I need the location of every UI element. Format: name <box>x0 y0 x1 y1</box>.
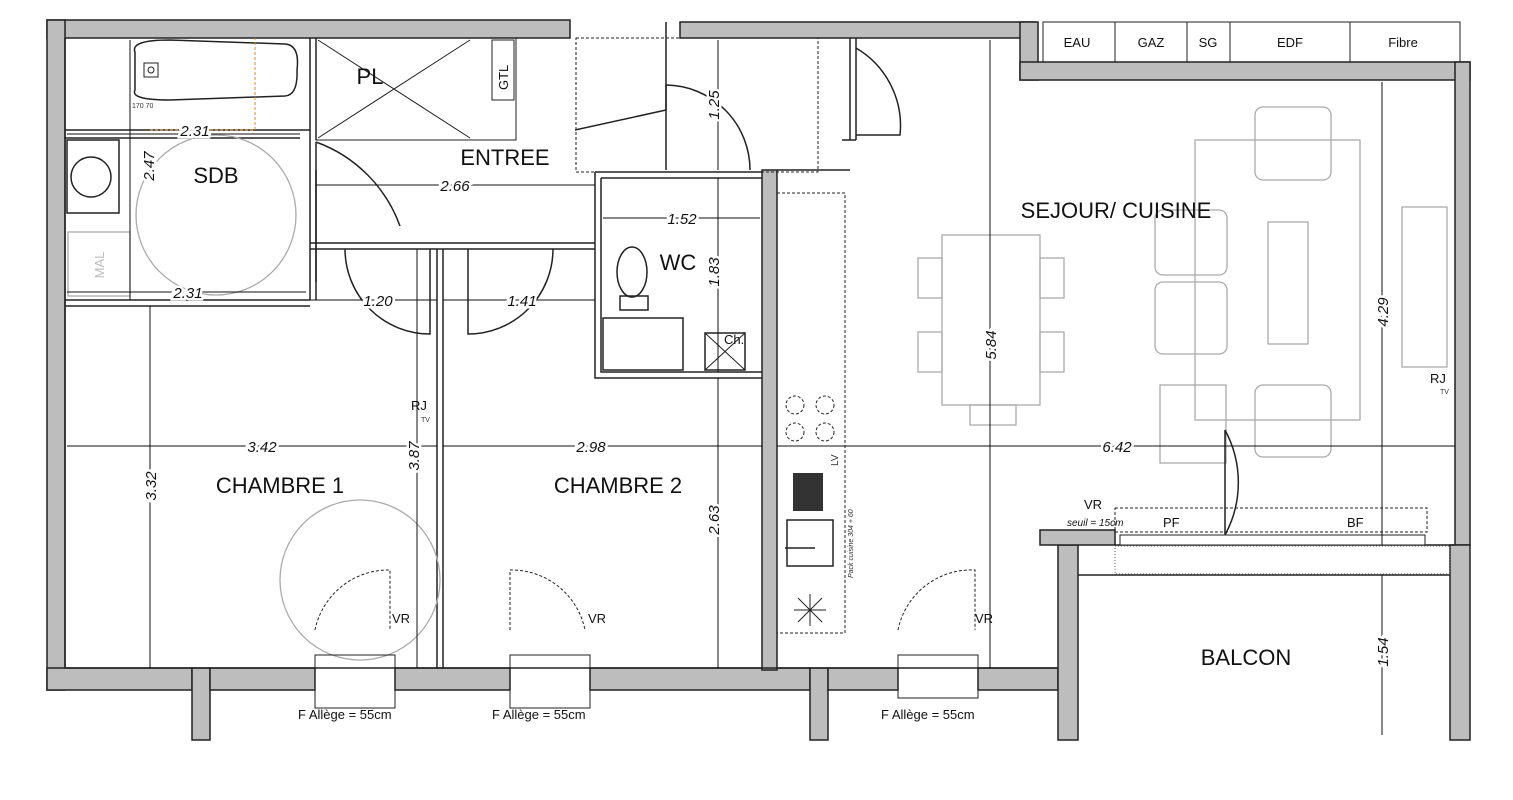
room-label-balcon: BALCON <box>1201 645 1291 670</box>
label-allege: F Allège = 55cm <box>881 707 975 722</box>
toilet <box>616 246 648 298</box>
dim-label: 2.31 <box>172 285 202 302</box>
meter-sg: SG <box>1199 35 1218 50</box>
exterior-walls <box>46 19 1471 741</box>
dimension-lines <box>67 40 1455 735</box>
dim-label: 3.42 <box>247 439 277 456</box>
drain-icon <box>143 62 159 78</box>
fixtures <box>66 38 1451 661</box>
dim-label: 1.54 <box>1375 637 1392 666</box>
dim-label: 1.20 <box>363 293 393 310</box>
room-label-chambre2: CHAMBRE 2 <box>554 473 682 498</box>
label-vr: VR <box>392 611 410 626</box>
washbasin <box>66 139 120 214</box>
dim-label: 3.87 <box>406 441 423 471</box>
dishwasher <box>793 473 823 511</box>
bathtub <box>133 39 299 101</box>
interior-walls <box>64 37 1455 669</box>
room-label-sejour: SEJOUR/ CUISINE <box>1021 198 1212 223</box>
label-allege: F Allège = 55cm <box>492 707 586 722</box>
dim-label: 1.25 <box>706 90 723 120</box>
dim-label: 3.32 <box>143 471 160 501</box>
dim-label: 1.52 <box>667 211 697 228</box>
dimension-labels: 2.31 2.47 2.66 1.25 1.52 1.83 2.31 1.20 … <box>139 87 1395 669</box>
label-vr: VR <box>975 611 993 626</box>
label-gtl: GTL <box>496 65 511 90</box>
room-label-entree: ENTREE <box>460 145 549 170</box>
tv-unit <box>1401 206 1448 368</box>
room-label-wc: WC <box>660 250 697 275</box>
label-lv: LV <box>830 454 841 466</box>
dim-label: 5.84 <box>983 330 1000 359</box>
label-vr: VR <box>1084 497 1102 512</box>
label-bf: BF <box>1347 515 1364 530</box>
meter-eau: EAU <box>1064 35 1091 50</box>
doors <box>314 22 1240 631</box>
meter-fibre: Fibre <box>1388 35 1418 50</box>
dim-label: 2.63 <box>706 505 723 536</box>
label-rj: RJ <box>411 398 427 413</box>
label-pack-cuisine: Pack cuisine 304 + 60 <box>848 509 855 578</box>
label-allege: F Allège = 55cm <box>298 707 392 722</box>
coffee-table <box>1267 221 1309 345</box>
sink <box>786 519 834 567</box>
label-vr: VR <box>588 611 606 626</box>
dim-label: 2.98 <box>575 439 606 456</box>
label-chauffe-eau: Ch. <box>724 332 744 347</box>
dim-label: 2.66 <box>439 178 470 195</box>
dim-label: 2.47 <box>141 151 158 182</box>
meter-gaz: GAZ <box>1138 35 1165 50</box>
windows <box>314 654 979 709</box>
dining-table <box>941 234 1041 406</box>
label-tv: TV <box>421 417 430 424</box>
label-seuil: seuil = 15cm <box>1067 518 1123 529</box>
balcony-railing <box>1114 545 1451 575</box>
room-label-sdb: SDB <box>193 163 238 188</box>
hood-icon <box>794 594 826 626</box>
turning-circle <box>135 134 297 296</box>
room-label-placard: PL <box>357 64 384 89</box>
label-pf: PF <box>1163 515 1180 530</box>
dim-label: 1.41 <box>507 293 536 310</box>
meter-edf: EDF <box>1277 35 1303 50</box>
dim-label: 4.29 <box>1375 297 1392 327</box>
bath-size-label: 170 70 <box>132 103 154 110</box>
dim-label: 6.42 <box>1102 439 1132 456</box>
room-label-chambre1: CHAMBRE 1 <box>216 473 344 498</box>
label-tv: TV <box>1440 389 1449 396</box>
rug <box>1194 139 1361 421</box>
meter-panel: EAU GAZ SG EDF Fibre <box>1042 21 1461 63</box>
label-rj: RJ <box>1430 371 1446 386</box>
dim-label: 2.31 <box>179 123 209 140</box>
dim-label: 1.83 <box>706 257 723 287</box>
kitchen-counter <box>776 192 846 634</box>
label-mal: MAL <box>92 252 107 279</box>
